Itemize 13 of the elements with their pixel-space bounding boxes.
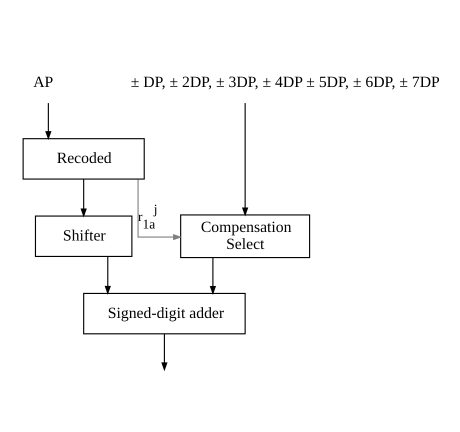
node-box: Signed-digit adder [83,292,246,334]
node-box: Shifter [34,215,132,257]
node-text: AP [33,73,54,90]
arrow [242,102,248,216]
arrow [161,334,168,371]
arrow [138,178,182,240]
arrow [80,178,87,217]
node-box: Recoded [22,138,145,180]
node-text: ± DP, ± 2DP, ± 3DP, ± 4DP ± 5DP, ± 6DP, ± 7DP [130,73,440,90]
arrow [45,102,52,140]
node-box: Compensation Select [180,214,310,258]
arrow [210,257,216,294]
arrow [104,256,111,294]
